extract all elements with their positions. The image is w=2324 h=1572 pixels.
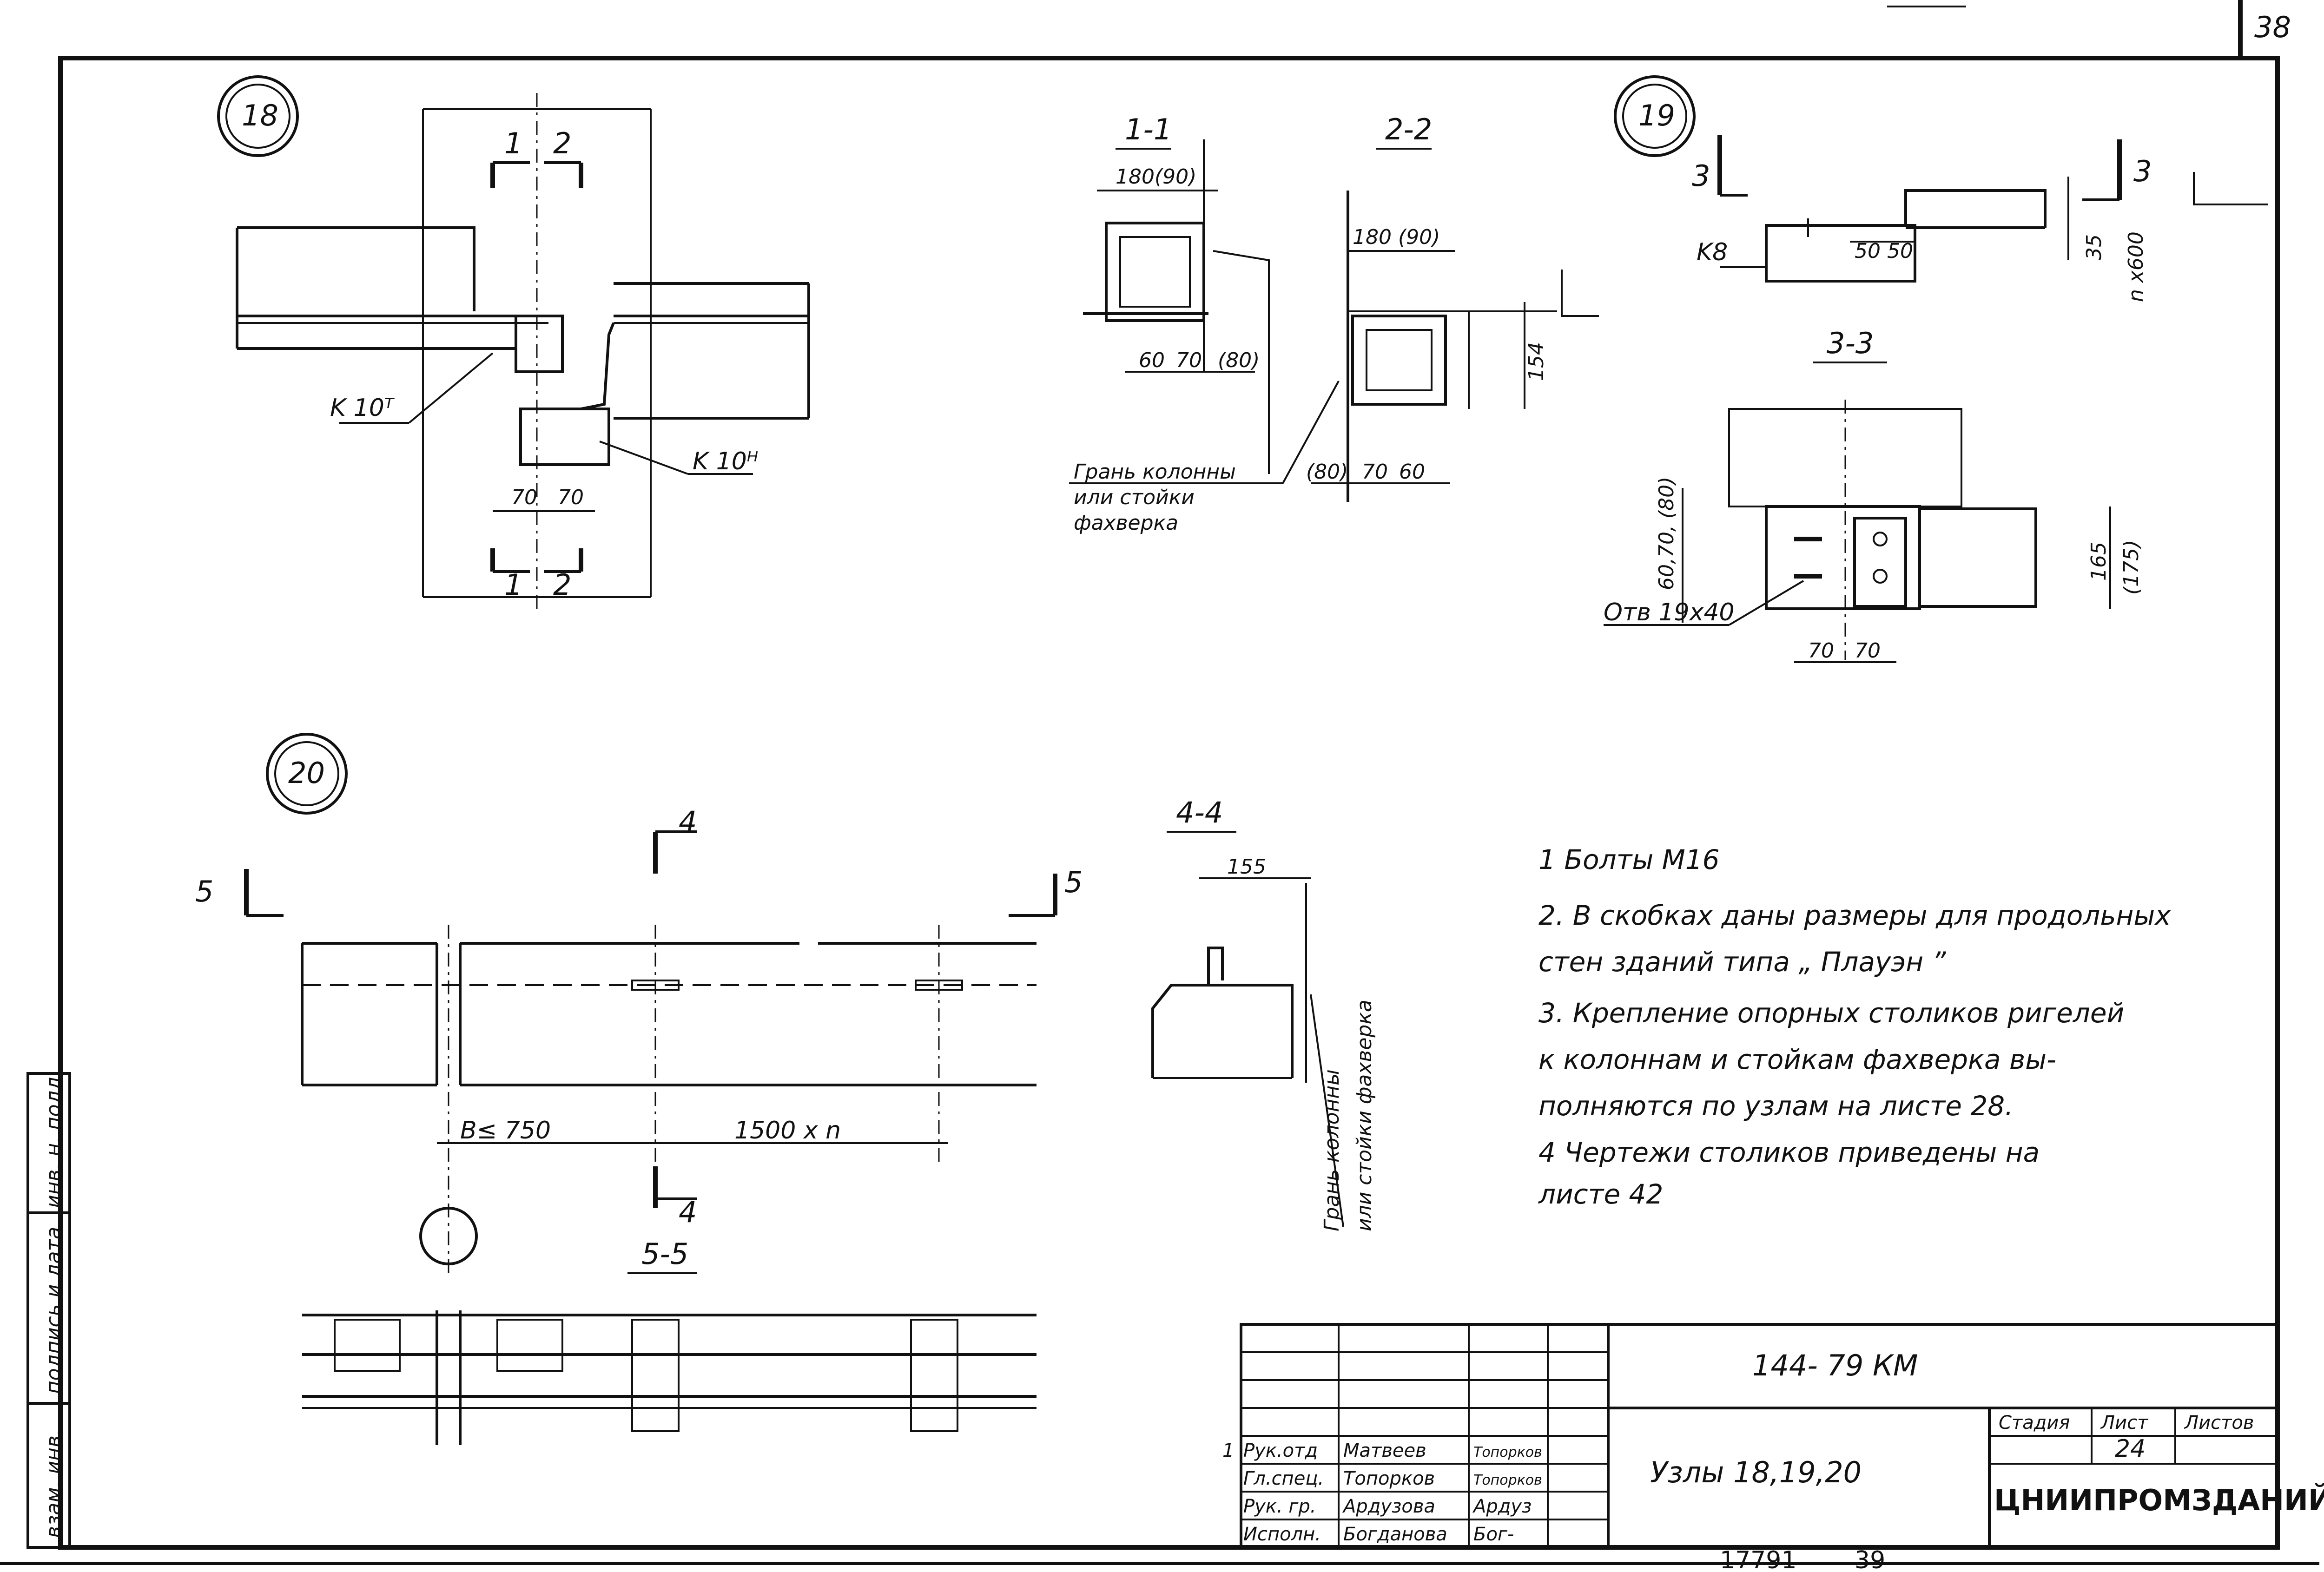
node-18-section-1-top: 1: [504, 126, 522, 160]
column-face-line-1: Грань колонны: [1074, 460, 1236, 484]
node-20: 20 5 5 4 4 B≤ 750 1500 x n 5-5: [195, 733, 1083, 1445]
name-2: Топорков: [1343, 1468, 1435, 1489]
node-19-dim-35: 35: [2082, 234, 2106, 260]
node-19-label-k8: K8: [1697, 238, 1728, 266]
title-block-stage-label: Стадия: [1999, 1412, 2070, 1434]
node-20-section-4-bot: 4: [679, 1195, 697, 1229]
section-4-4-width: 155: [1227, 855, 1266, 879]
node-18-section-1-bot: 1: [504, 568, 522, 602]
section-2-2-dim-70: 70: [1362, 460, 1388, 484]
section-3-3-title: 3-3: [1827, 326, 1874, 360]
note-line-4: 3. Крепление опорных столиков ригелей: [1538, 997, 2124, 1029]
note-line-7: 4 Чертежи столиков приведены на: [1538, 1137, 2040, 1168]
title-block-sheet-value: 24: [2115, 1435, 2146, 1463]
node-18: 18 1 2 1 2 70 70: [217, 75, 810, 609]
section-1-1-dim-70: 70: [1176, 349, 1202, 372]
node-20-section-5-left: 5: [195, 875, 213, 908]
section-2-2: 2-2 180 (90) 154 (80) 70 60 Грань колонн…: [1069, 112, 1599, 535]
role-4: Исполн.: [1243, 1524, 1321, 1545]
section-3-3-dim-70a: 70: [1808, 639, 1834, 663]
section-4-4-face-2: или стойки фахверка: [1353, 1000, 1376, 1231]
section-2-2-dim-80: (80): [1306, 460, 1348, 484]
side-strip-label-2: подпись и дата: [42, 1227, 66, 1394]
node-19-number: 19: [1638, 99, 1675, 132]
node-19-section-3-right: 3: [2133, 154, 2152, 188]
note-line-2: 2. В скобках даны размеры для продольных: [1538, 900, 2171, 931]
sign-3: Ардуз: [1472, 1496, 1532, 1517]
node-19-section-3-left: 3: [1692, 159, 1710, 193]
node-20-section-4-top: 4: [679, 805, 697, 839]
column-face-line-2: или стойки: [1074, 486, 1195, 509]
section-1-1-title: 1-1: [1125, 112, 1172, 146]
section-3-3-hole: Отв 19x40: [1604, 599, 1735, 626]
section-2-2-height: 154: [1525, 342, 1548, 381]
node-18-dim-b: 70: [558, 486, 584, 509]
section-3-3-dim-175: (175): [2119, 540, 2143, 595]
section-1-1: 1-1 180(90) 60 70 (80): [1083, 112, 1270, 474]
section-2-2-dim-60: 60: [1399, 460, 1425, 484]
node-18-section-2-top: 2: [553, 126, 571, 160]
node-18-number: 18: [242, 99, 278, 132]
node-20-dim-b: B≤ 750: [460, 1117, 551, 1144]
note-line-5: к колоннам и стойкам фахверка вы-: [1538, 1044, 2056, 1075]
section-1-1-dim-60: 60: [1139, 349, 1165, 372]
name-4: Богданова: [1343, 1524, 1447, 1545]
node-20-section-5-right: 5: [1064, 865, 1083, 899]
sheet-corner-number: 38: [2254, 10, 2291, 44]
section-5-5-title: 5-5: [641, 1237, 688, 1271]
role-1: Рук.отд: [1243, 1440, 1318, 1461]
node-19-dim-50a: 50: [1855, 239, 1881, 263]
section-2-2-title: 2-2: [1385, 112, 1432, 146]
node-19-dim-nx600: n x600: [2124, 231, 2148, 302]
node-18-section-2-bot: 2: [553, 568, 571, 602]
section-4-4-title: 4-4: [1176, 796, 1223, 829]
section-2-2-width: 180 (90): [1353, 225, 1440, 249]
name-3: Ардузова: [1342, 1496, 1435, 1517]
note-line-6: полняются по узлам на листе 28.: [1538, 1090, 2014, 1122]
title-block-org: ЦНИИПРОМЗДАНИЙ: [1994, 1483, 2324, 1517]
node-18-dim-a: 70: [511, 486, 537, 509]
section-3-3: 3-3 60,70, (80) 165 (175) 70 70 Отв 19x4…: [1604, 326, 2143, 663]
sign-1: Топорков: [1473, 1444, 1542, 1460]
note-line-3: стен зданий типа „ Плауэн ”: [1538, 946, 1947, 978]
section-4-4-face-1: Грань колонны: [1320, 1069, 1344, 1231]
node-18-label-k10h: K 10ᴴ: [693, 447, 758, 475]
title-block: 144- 79 КМ Узлы 18,19,20 Стадия Лист Лис…: [1222, 1323, 2324, 1549]
section-3-3-left-dims: 60,70, (80): [1655, 477, 1678, 590]
sign-4: Бог-: [1473, 1524, 1514, 1545]
title-block-sheet-label: Лист: [2100, 1412, 2149, 1434]
node-19-dim-50b: 50: [1887, 239, 1913, 263]
notes: 1 Болты М16 2. В скобках даны размеры дл…: [1538, 844, 2171, 1210]
column-face-line-3: фахверка: [1074, 511, 1178, 535]
name-1: Матвеев: [1343, 1440, 1426, 1461]
bottom-number-1: 17791: [1720, 1546, 1796, 1570]
section-4-4: 4-4 155 Грань колонны или стойки фахверк…: [1151, 796, 1376, 1231]
role-3: Рук. гр.: [1243, 1496, 1316, 1517]
section-1-1-width: 180(90): [1116, 165, 1196, 189]
title-block-sheets-label: Листов: [2184, 1412, 2254, 1434]
side-strip-label-3: взам. инв.: [42, 1429, 66, 1538]
node-20-dim-span: 1500 x n: [734, 1117, 841, 1144]
bottom-number-2: 39: [1855, 1546, 1885, 1570]
section-1-1-dim-80: (80): [1218, 349, 1260, 372]
title-block-title: Узлы 18,19,20: [1650, 1455, 1862, 1489]
title-block-mark: 1: [1222, 1440, 1234, 1461]
sign-2: Топорков: [1473, 1472, 1542, 1488]
note-line-8: листе 42: [1538, 1178, 1663, 1210]
node-19: 19 3 3 K8 50 50 35 n x600: [1614, 75, 2268, 302]
node-18-label-k10t: K 10ᵀ: [330, 394, 395, 422]
role-2: Гл.спец.: [1243, 1468, 1324, 1489]
side-strip-label-1: инв. н. подл.: [42, 1071, 66, 1208]
section-3-3-dim-70b: 70: [1855, 639, 1881, 663]
note-line-1: 1 Болты М16: [1538, 844, 1720, 875]
title-block-code: 144- 79 КМ: [1752, 1348, 1918, 1382]
node-20-number: 20: [288, 756, 325, 790]
section-3-3-dim-165: 165: [2087, 542, 2111, 581]
